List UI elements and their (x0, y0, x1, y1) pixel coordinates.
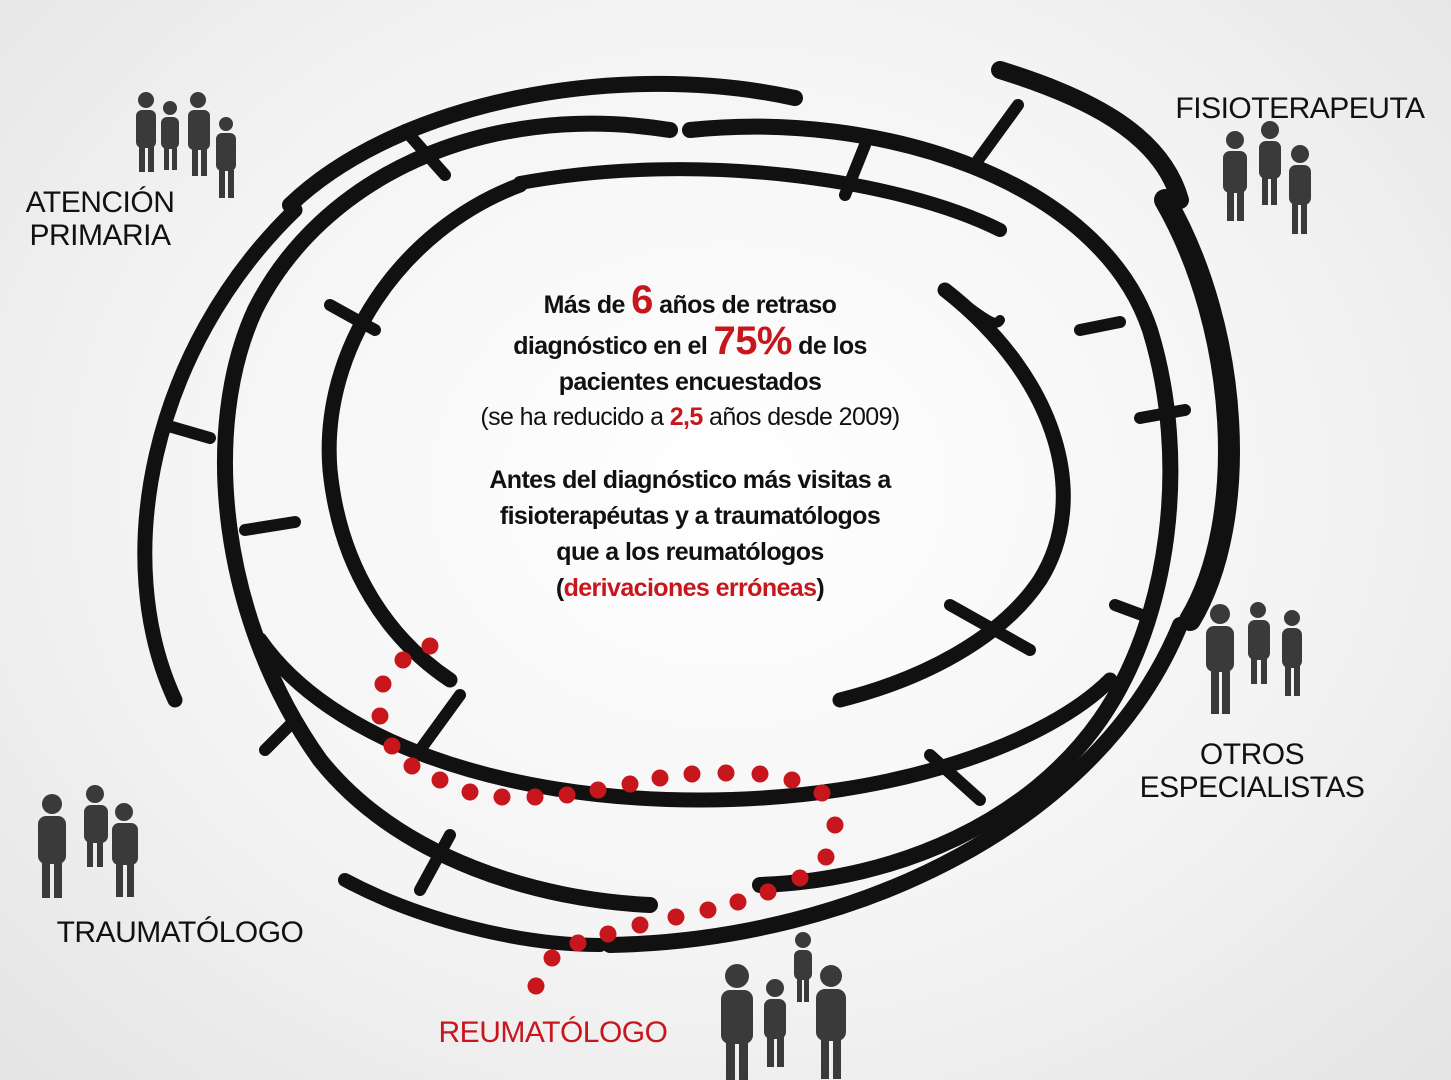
maze-connector (414, 689, 466, 756)
maze-outer-wall (282, 75, 803, 213)
label-line: ESPECIALISTAS (1139, 771, 1365, 804)
path-dot (729, 893, 747, 911)
diagnosis-path (371, 637, 844, 995)
maze-connector (239, 516, 301, 536)
label-fisioterapeuta: FISIOTERAPEUTA (1175, 92, 1425, 125)
path-dot (651, 769, 669, 787)
path-dot (589, 781, 607, 799)
center-line-5: Antes del diagnóstico más visitas a (489, 466, 891, 494)
path-dot (374, 675, 392, 693)
path-dot (543, 949, 561, 967)
path-dot (526, 788, 544, 806)
center-text: Más de 6 años de retraso diagnóstico en … (390, 280, 990, 606)
highlight-number: 2,5 (669, 403, 704, 431)
spacer (390, 434, 990, 462)
label-otros-especialistas: OTROS ESPECIALISTAS (1110, 738, 1394, 804)
people-group-icon (136, 92, 236, 198)
path-dot (493, 788, 511, 806)
center-line-3: pacientes encuestados (558, 368, 822, 396)
path-dot (383, 737, 401, 755)
maze-connector (1074, 316, 1126, 336)
text-span: ) (816, 574, 825, 602)
path-dot (783, 771, 801, 789)
maze-connector (399, 124, 451, 181)
center-line-2: diagnóstico en el 75% de los (390, 321, 990, 364)
center-line-6: fisioterapéutas y a traumatólogos (499, 502, 881, 530)
maze-inner-wall (252, 632, 1118, 808)
path-dot (667, 908, 685, 926)
maze-connector (839, 139, 871, 201)
path-dot (813, 784, 831, 802)
text-span: años desde 2009) (702, 403, 900, 431)
text-span: (se ha reducido a (480, 403, 670, 431)
path-dot (699, 901, 717, 919)
center-line-7: que a los reumatólogos (556, 538, 824, 566)
label-line: ATENCIÓN (25, 186, 175, 219)
people-group-icon (1206, 602, 1302, 714)
label-traumatologo: TRAUMATÓLOGO (56, 916, 304, 949)
maze-outer-wall (338, 873, 607, 952)
maze-connector (324, 299, 381, 336)
maze-outer-wall (137, 202, 303, 708)
people-group-icon (1223, 121, 1311, 234)
path-dot (759, 883, 777, 901)
maze-connector (1134, 404, 1191, 424)
path-dot (683, 765, 701, 783)
path-dot (527, 977, 545, 995)
path-dot (371, 707, 389, 725)
maze-connector (259, 719, 296, 756)
people-group-icon (721, 932, 846, 1080)
path-dot (717, 764, 735, 782)
highlight-number: 6 (631, 278, 653, 322)
label-reumatologo: REUMATÓLOGO (438, 1016, 668, 1049)
maze-connector (940, 285, 1005, 328)
path-dot (631, 916, 649, 934)
path-dot (431, 771, 449, 789)
maze-connector (924, 749, 986, 806)
maze-outer-wall (602, 617, 1188, 953)
text-span: de los (791, 332, 867, 360)
label-atencion-primaria: ATENCIÓN PRIMARIA (5, 186, 195, 252)
center-line-1: Más de 6 años de retraso (390, 280, 990, 323)
maze-middle-wall (682, 118, 1179, 893)
maze-connector (414, 829, 456, 896)
maze-connector (944, 599, 1036, 656)
path-dot (461, 783, 479, 801)
path-dot (826, 816, 844, 834)
text-span: Más de (543, 291, 632, 319)
label-line: PRIMARIA (29, 219, 171, 252)
maze-inner-wall (832, 282, 1071, 708)
path-dot (421, 637, 439, 655)
maze-connector (1109, 599, 1156, 624)
maze-middle-wall (513, 162, 1007, 237)
text-span: diagnóstico en el (513, 332, 714, 360)
center-line-4: (se ha reducido a 2,5 años desde 2009) (390, 400, 990, 434)
path-dot (791, 869, 809, 887)
highlight-text: derivaciones erróneas (563, 574, 817, 602)
maze-inner-wall (321, 177, 528, 688)
path-dot (621, 775, 639, 793)
highlight-number: 75% (713, 319, 793, 363)
maze-outer-wall (1154, 189, 1240, 631)
text-span: ( (555, 574, 564, 602)
path-dot (558, 786, 576, 804)
path-dot (751, 765, 769, 783)
text-span: años de retraso (652, 291, 837, 319)
people-group-icon (38, 785, 138, 898)
maze-outer-wall (991, 61, 1189, 209)
path-dot (394, 651, 412, 669)
path-dot (569, 934, 587, 952)
label-line: OTROS (1199, 738, 1305, 771)
path-dot (817, 848, 835, 866)
path-dot (403, 757, 421, 775)
maze-connector (972, 99, 1024, 166)
maze-connector (159, 419, 216, 444)
center-line-8: (derivaciones erróneas) (390, 570, 990, 606)
path-dot (599, 925, 617, 943)
